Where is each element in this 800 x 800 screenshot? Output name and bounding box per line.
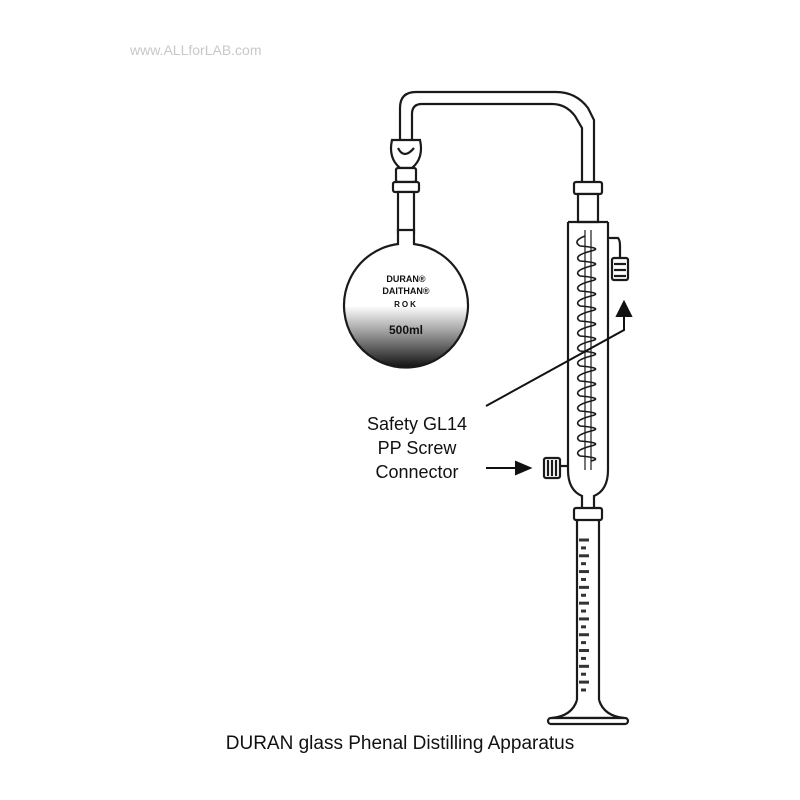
connector-callout: Safety GL14 PP Screw Connector (352, 412, 482, 484)
graduated-receiver (546, 506, 630, 726)
delivery-tube (398, 90, 596, 182)
arrow-up-head (615, 299, 633, 317)
coil-condenser (566, 220, 610, 508)
round-bottom-flask: DURAN® DAITHAN® ROK 500ml (342, 228, 470, 369)
watermark: www.ALLforLAB.com (130, 42, 262, 58)
condenser-top-joint (572, 180, 604, 224)
diagram-caption: DURAN glass Phenal Distilling Apparatus (225, 733, 575, 754)
flask-brand-line-1: DURAN® (386, 274, 425, 284)
callout-line-2: PP Screw (377, 438, 457, 458)
upper-screw-connector (608, 236, 630, 282)
flask-brand-line-2: DAITHAN® (382, 286, 429, 296)
lower-screw-connector (542, 456, 568, 480)
flask-volume-label: 500ml (389, 323, 423, 337)
flask-brand-line-3: ROK (394, 300, 418, 309)
arrow-right-head (515, 460, 533, 476)
flask-joint-clip (389, 138, 423, 234)
callout-line-1: Safety GL14 (366, 414, 468, 434)
callout-line-3: Connector (375, 462, 459, 482)
callout-arrows (485, 299, 633, 476)
